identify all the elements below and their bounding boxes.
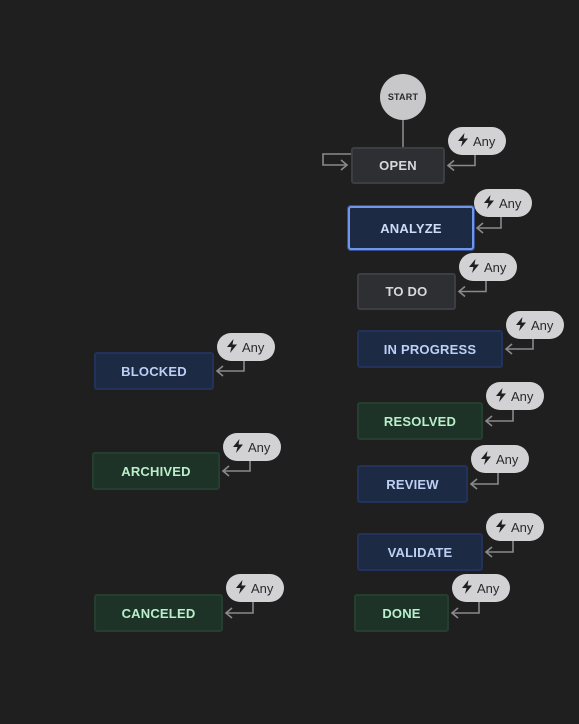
status-label: DONE [382, 605, 421, 621]
status-in-progress[interactable]: IN PROGRESS [357, 330, 503, 368]
any-connector-open [448, 155, 476, 167]
any-label: Any [496, 451, 519, 467]
any-connector-resolved [486, 410, 514, 422]
status-label: VALIDATE [387, 544, 453, 560]
status-label: CANCELED [121, 605, 196, 621]
any-transition-analyze[interactable]: Any [474, 189, 532, 217]
start-to-open-arrowhead [340, 159, 349, 171]
any-connector-in-progress [506, 339, 534, 350]
any-arrowhead-validate [484, 546, 493, 558]
lightning-bolt-icon [232, 438, 244, 456]
any-arrowhead-in-progress [504, 343, 513, 355]
any-transition-open[interactable]: Any [448, 127, 506, 155]
any-label: Any [484, 259, 507, 275]
any-transition-review[interactable]: Any [471, 445, 529, 473]
any-arrowhead-todo [457, 285, 466, 298]
status-analyze[interactable]: ANALYZE [348, 206, 474, 250]
lightning-bolt-icon [515, 316, 527, 334]
any-arrowhead-open [446, 159, 455, 172]
lightning-bolt-icon [495, 518, 507, 536]
any-arrowhead-blocked [215, 365, 224, 377]
status-canceled[interactable]: CANCELED [94, 594, 223, 632]
any-connector-archived [223, 461, 251, 472]
any-arrowhead-resolved [484, 415, 493, 427]
lightning-bolt-icon [235, 579, 247, 597]
status-label: RESOLVED [383, 413, 457, 429]
any-connector-canceled [226, 602, 254, 614]
any-connector-todo [459, 281, 487, 293]
status-label: OPEN [379, 158, 417, 173]
lightning-bolt-icon [468, 258, 480, 276]
any-label: Any [473, 133, 496, 149]
any-label: Any [531, 317, 554, 333]
any-transition-archived[interactable]: Any [223, 433, 281, 461]
status-label: BLOCKED [121, 363, 187, 379]
any-transition-blocked[interactable]: Any [217, 333, 275, 361]
status-todo[interactable]: TO DO [357, 273, 456, 310]
any-connector-done [452, 602, 480, 614]
status-done[interactable]: DONE [354, 594, 449, 632]
any-label: Any [251, 580, 274, 596]
any-arrowhead-archived [221, 465, 230, 477]
any-arrowhead-analyze [475, 222, 484, 234]
status-resolved[interactable]: RESOLVED [357, 402, 483, 440]
lightning-bolt-icon [495, 387, 507, 405]
any-label: Any [248, 439, 271, 455]
any-arrowhead-canceled [224, 607, 233, 619]
any-connector-validate [486, 541, 514, 553]
status-label: REVIEW [386, 476, 439, 492]
any-transition-todo[interactable]: Any [459, 253, 517, 281]
status-validate[interactable]: VALIDATE [357, 533, 483, 571]
status-label: ARCHIVED [121, 463, 191, 479]
lightning-bolt-icon [483, 194, 495, 212]
any-label: Any [499, 195, 522, 211]
any-transition-resolved[interactable]: Any [486, 382, 544, 410]
status-label: IN PROGRESS [383, 341, 477, 357]
status-archived[interactable]: ARCHIVED [92, 452, 220, 490]
lightning-bolt-icon [480, 450, 492, 468]
any-transition-canceled[interactable]: Any [226, 574, 284, 602]
status-review[interactable]: REVIEW [357, 465, 468, 503]
lightning-bolt-icon [461, 579, 473, 597]
any-label: Any [242, 339, 265, 355]
any-label: Any [511, 388, 534, 404]
lightning-bolt-icon [457, 132, 469, 150]
any-arrowhead-review [469, 478, 478, 490]
any-connector-review [471, 473, 499, 485]
status-label: TO DO [385, 284, 428, 299]
start-label: START [387, 92, 419, 102]
status-blocked[interactable]: BLOCKED [94, 352, 214, 390]
any-connector-blocked [217, 361, 245, 372]
any-connector-analyze [477, 217, 502, 229]
any-transition-validate[interactable]: Any [486, 513, 544, 541]
start-node[interactable]: START [380, 74, 426, 120]
status-open[interactable]: OPEN [351, 147, 445, 184]
any-label: Any [477, 580, 500, 596]
any-transition-done[interactable]: Any [452, 574, 510, 602]
any-label: Any [511, 519, 534, 535]
status-label: ANALYZE [380, 220, 442, 236]
any-transition-in-progress[interactable]: Any [506, 311, 564, 339]
any-arrowhead-done [450, 607, 459, 619]
lightning-bolt-icon [226, 338, 238, 356]
